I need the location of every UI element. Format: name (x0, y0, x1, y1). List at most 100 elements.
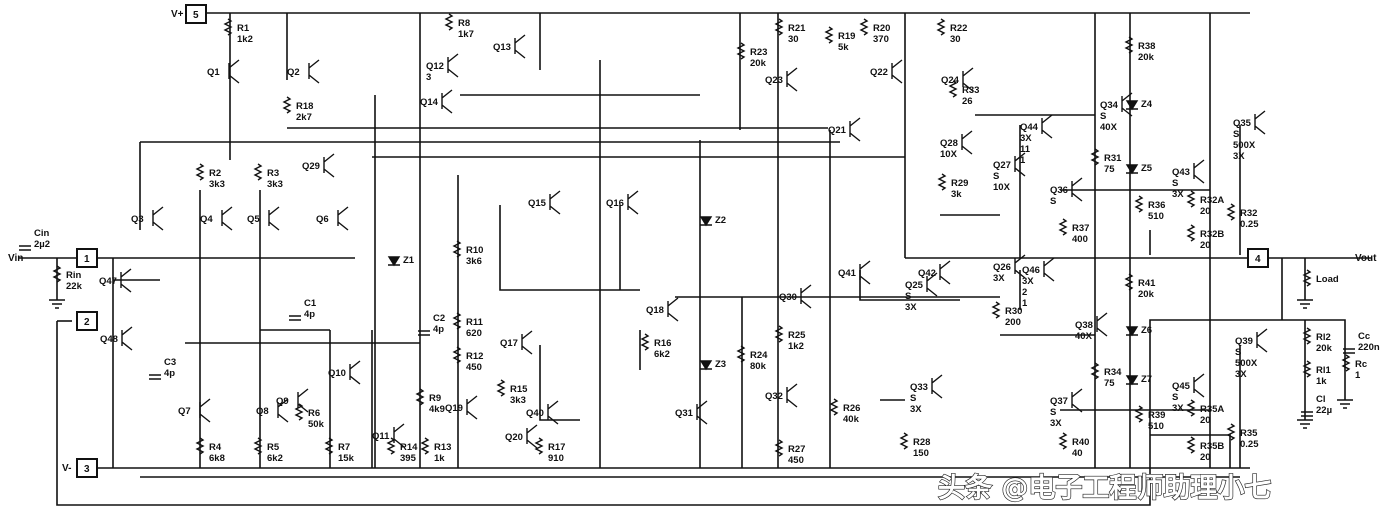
terminal-box (76, 458, 98, 478)
component-z4: Z4 (1141, 99, 1153, 110)
component-value: 500X (1235, 358, 1258, 369)
transistor-icon (1121, 92, 1133, 117)
component-value: 1k (434, 453, 445, 464)
component-value: 400 (1072, 234, 1088, 245)
transistor-icon (228, 59, 240, 84)
component-ref: Q37 (1050, 396, 1068, 407)
component-ref: R5 (267, 442, 280, 453)
resistor-icon (253, 163, 263, 181)
component-ref: R12 (466, 351, 483, 362)
component-value: S (910, 393, 916, 404)
component-ref: Q18 (646, 305, 664, 316)
component-value: S (1172, 392, 1178, 403)
component-ref: R28 (913, 437, 930, 448)
component-ref: R22 (950, 23, 967, 34)
component-value: 450 (788, 455, 804, 466)
wire (56, 319, 1305, 506)
component-value: S (993, 171, 999, 182)
transistor-icon (1193, 159, 1205, 184)
component-ref: Q1 (207, 67, 220, 78)
component-value: 3X (1172, 403, 1184, 414)
component-ref: R18 (296, 101, 313, 112)
transistor-icon (521, 330, 533, 355)
component-ref: R13 (434, 442, 451, 453)
component-value: 3X (993, 273, 1005, 284)
component-z6: Z6 (1141, 325, 1152, 336)
component-ref: R38 (1138, 41, 1155, 52)
resistor-icon (1186, 190, 1196, 208)
component-ref: R19 (838, 31, 855, 42)
transistor-icon (121, 326, 133, 351)
component-q6: Q6 (316, 214, 329, 225)
component-q42: Q42 (918, 268, 936, 279)
terminal-name: Vout (1355, 253, 1377, 264)
component-value: 40X (1100, 122, 1118, 133)
component-value: 4p (304, 309, 315, 320)
resistor-icon (1186, 399, 1196, 417)
transistor-icon (152, 206, 164, 231)
component-value: 15k (338, 453, 355, 464)
component-value: 3k3 (267, 179, 283, 190)
component-q13: Q13 (493, 42, 511, 53)
component-value: 4k9 (429, 404, 445, 415)
component-ref: Q2 (287, 67, 300, 78)
transistor-icon (1256, 328, 1268, 353)
wires (18, 12, 1372, 506)
zener-diode-icon (1125, 100, 1139, 111)
component-ref: R2 (209, 168, 221, 179)
resistor-icon (1302, 327, 1312, 345)
component-value: 200 (1005, 317, 1021, 328)
component-ref: R1 (237, 23, 250, 34)
terminal-number: 1 (84, 254, 90, 265)
component-q40: Q40 (526, 408, 544, 419)
component-q3: Q3 (131, 214, 144, 225)
component-q7: Q7 (178, 406, 191, 417)
resistor-icon (1302, 269, 1312, 287)
transistor-icon (447, 53, 459, 78)
component-ref: Q5 (247, 214, 260, 225)
component-value: 3k3 (510, 395, 526, 406)
component-q1: Q1 (207, 67, 220, 78)
component-value: 450 (466, 362, 482, 373)
component-value: 40X (1075, 331, 1093, 342)
component-q10: Q10 (328, 368, 346, 379)
component-q14: Q14 (420, 97, 439, 108)
component-ref: R16 (654, 338, 671, 349)
component-ref: Q29 (302, 161, 320, 172)
transistor-icon (526, 424, 538, 449)
resistor-icon (324, 437, 334, 455)
resistor-icon (1090, 148, 1100, 166)
component-ref: R21 (788, 23, 806, 34)
component-ref: Q32 (765, 391, 783, 402)
component-value: S (1050, 407, 1056, 418)
component-ref: R14 (400, 442, 418, 453)
component-value: 0.25 (1240, 219, 1259, 230)
terminal-number: 5 (193, 10, 199, 21)
component-value: 40 (1072, 448, 1083, 459)
component-ref: R8 (458, 18, 470, 29)
component-ref: Q33 (910, 382, 928, 393)
component-ref: R9 (429, 393, 441, 404)
component-value: S (1050, 196, 1056, 207)
wire (539, 345, 580, 421)
capacitor-icon (1343, 348, 1355, 354)
component-ref: Q30 (779, 292, 797, 303)
